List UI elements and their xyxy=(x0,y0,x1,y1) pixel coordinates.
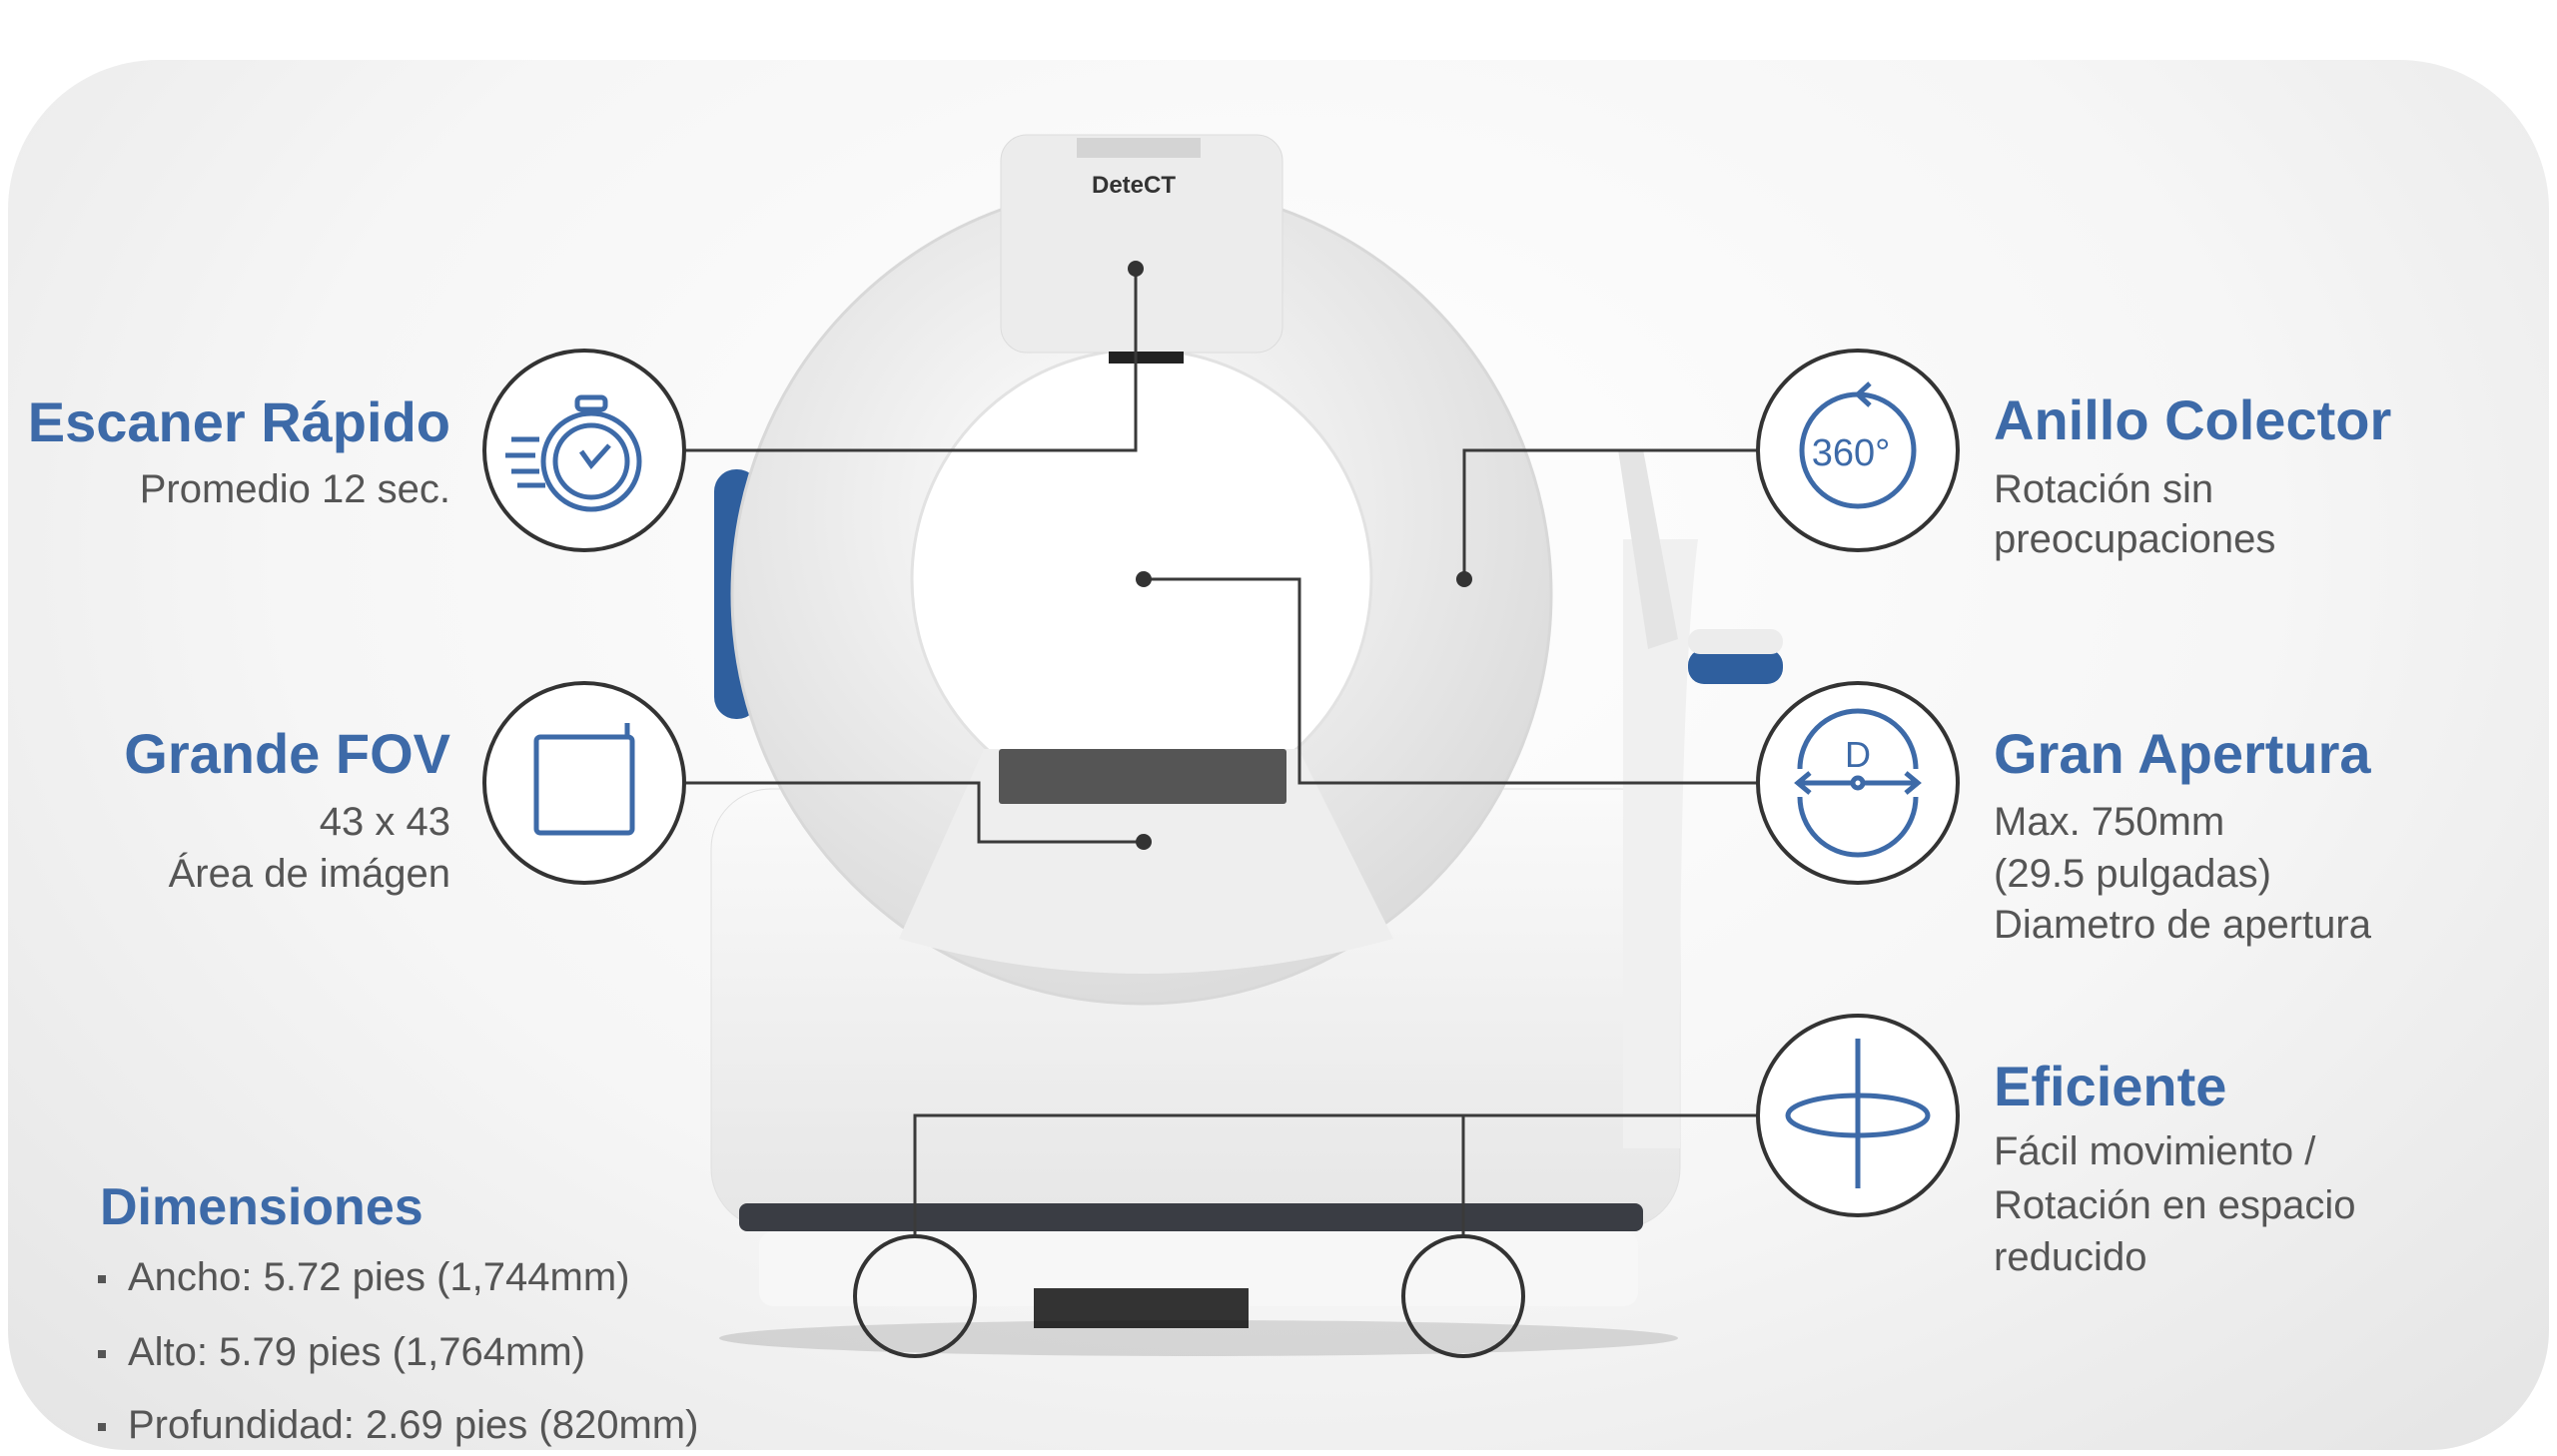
feature-text-large-bore: Diametro de apertura xyxy=(1994,903,2371,947)
dimension-height: Alto: 5.79 pies (1,764mm) xyxy=(128,1330,585,1374)
brand-logo: DeteCT xyxy=(1092,172,1177,199)
feature-title-fast-scan: Escaner Rápido xyxy=(27,390,450,453)
feature-text-fast-scan: Promedio 12 sec. xyxy=(139,467,450,511)
dimension-depth: Profundidad: 2.69 pies (820mm) xyxy=(128,1403,699,1447)
dimension-item: Profundidad: 2.69 pies (820mm) xyxy=(98,1405,698,1445)
leader-lines xyxy=(685,269,1758,1236)
dimension-item: Ancho: 5.72 pies (1,744mm) xyxy=(98,1257,629,1297)
feature-text-large-fov: Área de imágen xyxy=(168,852,450,896)
stopwatch-icon xyxy=(505,394,642,512)
feature-title-slip-ring: Anillo Colector xyxy=(1994,388,2392,451)
dimensions-title: Dimensiones xyxy=(100,1178,424,1236)
dimension-item: Alto: 5.79 pies (1,764mm) xyxy=(98,1332,585,1372)
feature-text-large-bore: (29.5 pulgadas) xyxy=(1994,852,2271,896)
square-frame-icon xyxy=(533,723,635,836)
patient-table xyxy=(1618,449,1783,1148)
leader-dots xyxy=(1128,261,1472,850)
feature-text-slip-ring: Rotación sin xyxy=(1994,467,2214,511)
feature-text-large-fov: 43 x 43 xyxy=(319,800,450,844)
diameter-label: D xyxy=(1845,734,1871,775)
feature-text-slip-ring: preocupaciones xyxy=(1994,517,2276,561)
feature-text-large-bore: Max. 750mm xyxy=(1994,800,2225,844)
wheel-circles xyxy=(853,1234,1525,1358)
feature-text-efficient: Rotación en espacio xyxy=(1994,1183,2356,1227)
feature-title-large-bore: Gran Apertura xyxy=(1994,722,2371,785)
feature-title-large-fov: Grande FOV xyxy=(124,722,450,785)
dimension-width: Ancho: 5.72 pies (1,744mm) xyxy=(128,1255,630,1299)
axis-rotation-icon xyxy=(1785,1039,1931,1188)
rotation-360-icon xyxy=(1799,381,1917,509)
feature-title-efficient: Eficiente xyxy=(1994,1055,2227,1117)
feature-text-efficient: reducido xyxy=(1994,1235,2147,1279)
icon-circles xyxy=(482,349,1960,1217)
rotation-360-label: 360° xyxy=(1812,432,1891,474)
diameter-icon xyxy=(1794,708,1922,858)
gantry-top-cover xyxy=(1000,134,1283,364)
feature-text-efficient: Fácil movimiento / xyxy=(1994,1129,2316,1173)
